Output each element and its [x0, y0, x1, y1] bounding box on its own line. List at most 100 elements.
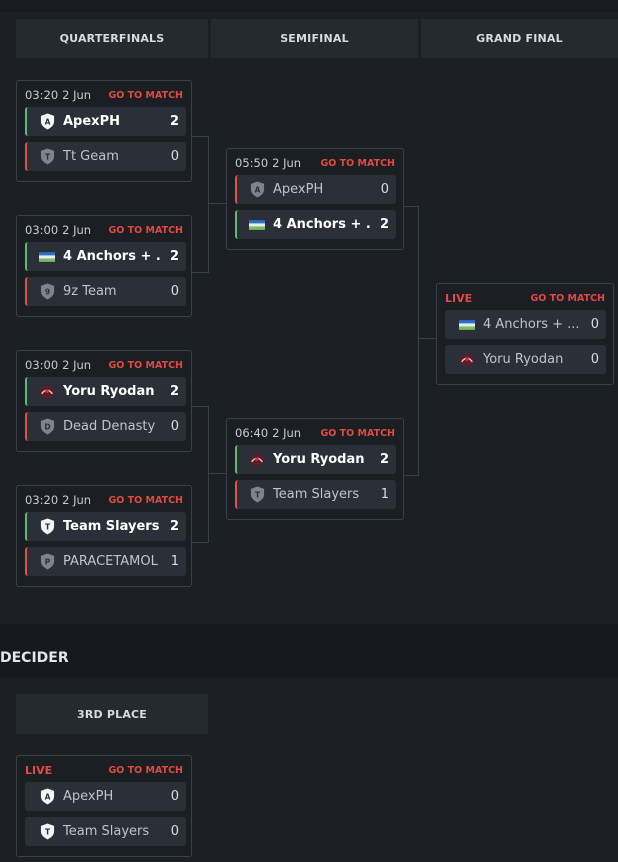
team-score: 0	[170, 824, 179, 839]
go-to-match-link[interactable]: GO TO MATCH	[108, 494, 183, 506]
shield-letter: A	[254, 185, 260, 194]
team-row[interactable]: T Team Slayers 2	[25, 512, 186, 541]
team-score: 0	[590, 317, 599, 332]
team-row[interactable]: A ApexPH 0	[235, 175, 396, 204]
team-shield-icon: T	[249, 486, 265, 504]
stage-header-3rd-place: 3RD PLACE	[16, 694, 208, 734]
shield-letter: A	[44, 117, 50, 126]
team-score: 2	[379, 217, 389, 232]
go-to-match-link[interactable]: GO TO MATCH	[108, 224, 183, 236]
go-to-match-link[interactable]: GO TO MATCH	[108, 764, 183, 776]
stage-label: GRAND FINAL	[476, 32, 563, 45]
team-row[interactable]: 4 Anchors + ... 0	[445, 310, 606, 339]
team-score: 1	[380, 487, 389, 502]
shield-letter: A	[44, 792, 50, 801]
match-time-value: 03:00	[25, 223, 59, 237]
decider-section-band	[0, 624, 618, 678]
go-to-match-link[interactable]: GO TO MATCH	[530, 292, 605, 304]
match-header: LIVE GO TO MATCH	[25, 762, 183, 778]
team-row[interactable]: 9 9z Team 0	[25, 277, 186, 306]
stage-header-grand-final: GRAND FINAL	[421, 19, 618, 58]
team-row[interactable]: 4 Anchors + ... 2	[235, 210, 396, 239]
match-date: 2 Jun	[62, 223, 92, 237]
team-name: Dead Denasty	[63, 419, 156, 434]
stage-label: 3RD PLACE	[76, 707, 148, 721]
team-name: 4 Anchors + ...	[273, 217, 371, 232]
top-bar	[0, 0, 618, 12]
bracket-connector	[192, 406, 209, 543]
team-flag-icon	[459, 316, 475, 334]
shield-letter: T	[44, 522, 50, 531]
team-name: Team Slayers	[273, 487, 360, 502]
go-to-match-link[interactable]: GO TO MATCH	[320, 427, 395, 439]
stage-header-semifinal: SEMIFINAL	[211, 19, 418, 58]
decider-section-title: DECIDER	[0, 650, 69, 666]
team-name: 9z Team	[63, 284, 117, 299]
shield-letter: T	[254, 490, 260, 499]
team-score: 2	[169, 114, 179, 129]
team-row[interactable]: 4 Anchors + ... 2	[25, 242, 186, 271]
go-to-match-link[interactable]: GO TO MATCH	[320, 157, 395, 169]
bracket-connector	[208, 203, 226, 204]
team-row[interactable]: A ApexPH 2	[25, 107, 186, 136]
team-row[interactable]: P PARACETAMOL 1	[25, 547, 186, 576]
team-shield-icon: T	[39, 518, 55, 536]
stage-label: QUARTERFINALS	[59, 32, 165, 45]
match-card-grand-final: LIVE GO TO MATCH 4 Anchors + ... 0 Yoru …	[436, 283, 614, 385]
team-score: 1	[170, 554, 179, 569]
match-date: 2 Jun	[272, 426, 302, 440]
team-row[interactable]: Yoru Ryodan 2	[25, 377, 186, 406]
team-score: 2	[379, 452, 389, 467]
team-name: Yoru Ryodan	[483, 352, 564, 367]
go-to-match-link[interactable]: GO TO MATCH	[108, 89, 183, 101]
team-row[interactable]: Yoru Ryodan 0	[445, 345, 606, 374]
team-score: 0	[170, 149, 179, 164]
team-name: Team Slayers	[63, 519, 160, 534]
stage-label: SEMIFINAL	[280, 32, 349, 45]
team-logo-icon	[39, 383, 55, 401]
team-row[interactable]: T Tt Geam 0	[25, 142, 186, 171]
team-row[interactable]: A ApexPH 0	[25, 782, 186, 811]
team-shield-icon: 9	[39, 283, 55, 301]
live-badge: LIVE	[25, 763, 53, 777]
team-score: 0	[170, 419, 179, 434]
team-row[interactable]: T Team Slayers 1	[235, 480, 396, 509]
team-row[interactable]: T Team Slayers 0	[25, 817, 186, 846]
stage-header-quarterfinals: QUARTERFINALS	[16, 19, 208, 58]
team-score: 0	[170, 789, 179, 804]
team-name: 4 Anchors + ...	[483, 317, 580, 332]
match-time-value: 03:00	[25, 358, 59, 372]
go-to-match-link[interactable]: GO TO MATCH	[108, 359, 183, 371]
team-name: ApexPH	[63, 114, 120, 129]
shield-letter: T	[44, 152, 50, 161]
team-name: Yoru Ryodan	[63, 384, 155, 399]
team-row[interactable]: Yoru Ryodan 2	[235, 445, 396, 474]
team-name: Tt Geam	[63, 149, 119, 164]
match-time-value: 06:40	[235, 426, 269, 440]
match-time-value: 05:50	[235, 156, 269, 170]
team-logo-icon	[249, 451, 265, 469]
team-name: ApexPH	[63, 789, 114, 804]
team-score: 2	[169, 519, 179, 534]
team-row[interactable]: D Dead Denasty 0	[25, 412, 186, 441]
team-name: ApexPH	[273, 182, 324, 197]
bracket-connector	[418, 338, 436, 339]
shield-letter: 9	[44, 287, 49, 296]
bracket-connector	[208, 473, 226, 474]
match-header: LIVE GO TO MATCH	[445, 290, 605, 306]
shield-letter: T	[44, 827, 50, 836]
team-name: PARACETAMOL	[63, 554, 158, 569]
team-flag-icon	[249, 216, 265, 234]
